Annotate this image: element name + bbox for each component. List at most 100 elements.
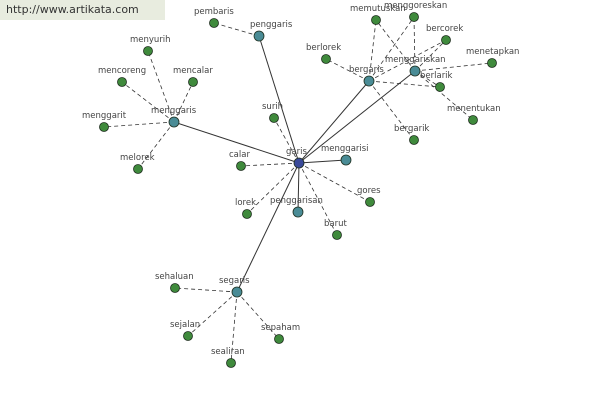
node-mencalar[interactable]: mencalar xyxy=(173,66,213,87)
node-penggarisan[interactable]: penggarisan xyxy=(270,196,323,218)
node-marker-calar[interactable] xyxy=(236,161,246,171)
node-label-mencoreng: mencoreng xyxy=(98,66,146,76)
node-marker-pembaris[interactable] xyxy=(209,18,219,28)
node-marker-barut[interactable] xyxy=(332,230,342,240)
node-label-sejalan: sejalan xyxy=(170,320,200,330)
node-marker-menentukan[interactable] xyxy=(468,115,478,125)
node-marker-garis[interactable] xyxy=(293,157,305,169)
edge-menggaris-mencoreng xyxy=(121,81,175,123)
node-marker-menggarisi[interactable] xyxy=(340,154,352,166)
node-sepaham[interactable]: sepaham xyxy=(261,323,300,344)
edge-menggaris-menyurih xyxy=(147,50,175,123)
node-mencoreng[interactable]: mencoreng xyxy=(98,66,146,87)
node-marker-segaris[interactable] xyxy=(231,286,243,298)
node-marker-berlorek[interactable] xyxy=(321,54,331,64)
edge-menggariskan-menggoreskan xyxy=(413,16,416,72)
node-marker-melorek[interactable] xyxy=(133,164,143,174)
node-marker-penggarisan[interactable] xyxy=(292,206,304,218)
node-marker-surih[interactable] xyxy=(269,113,279,123)
edge-bergaris-berlorek xyxy=(325,58,370,82)
node-label-berlarik: berlarik xyxy=(420,71,453,81)
node-marker-sehaluan[interactable] xyxy=(170,283,180,293)
node-marker-sejalan[interactable] xyxy=(183,331,193,341)
node-marker-sepaham[interactable] xyxy=(274,334,284,344)
edge-segaris-sepaham xyxy=(236,291,280,340)
node-marker-mencalar[interactable] xyxy=(188,77,198,87)
node-lorek[interactable]: lorek xyxy=(235,198,256,219)
node-barut[interactable]: barut xyxy=(324,219,347,240)
node-marker-penggaris[interactable] xyxy=(253,30,265,42)
node-sealiran[interactable]: sealiran xyxy=(211,347,245,368)
node-berlarik[interactable]: berlarik xyxy=(420,71,453,92)
node-menggoreskan[interactable]: menggoreskan xyxy=(384,1,447,22)
node-marker-lorek[interactable] xyxy=(242,209,252,219)
node-memutuskan[interactable]: memutuskan xyxy=(350,4,406,25)
node-label-menyurih: menyurih xyxy=(130,35,171,45)
node-sejalan[interactable]: sejalan xyxy=(170,320,200,341)
edge-garis-bergaris xyxy=(298,80,370,164)
node-label-penggaris: penggaris xyxy=(250,20,293,30)
node-layer: garispenggarismenggarisbergarismenggaris… xyxy=(82,1,519,368)
node-sehaluan[interactable]: sehaluan xyxy=(155,272,194,293)
node-surih[interactable]: surih xyxy=(262,102,283,123)
edge-segaris-sejalan xyxy=(187,291,238,337)
node-label-memutuskan: memutuskan xyxy=(350,4,406,14)
node-bergarik[interactable]: bergarik xyxy=(394,124,429,145)
node-penggaris[interactable]: penggaris xyxy=(250,20,293,42)
node-label-bercorek: bercorek xyxy=(426,24,463,34)
edge-menggaris-mencalar xyxy=(173,81,194,123)
node-menetapkan[interactable]: menetapkan xyxy=(466,47,519,68)
node-menggaris[interactable]: menggaris xyxy=(151,106,197,128)
node-segaris[interactable]: segaris xyxy=(219,276,250,298)
edge-menggaris-melorek xyxy=(137,121,175,170)
node-marker-menggarit[interactable] xyxy=(99,122,109,132)
node-marker-bercorek[interactable] xyxy=(441,35,451,45)
node-label-mencalar: mencalar xyxy=(173,66,213,76)
node-label-gores: gores xyxy=(357,186,381,196)
node-calar[interactable]: calar xyxy=(229,150,250,171)
node-gores[interactable]: gores xyxy=(357,186,381,207)
node-berlorek[interactable]: berlorek xyxy=(306,43,341,64)
node-menggarisi[interactable]: menggarisi xyxy=(321,144,369,166)
node-label-menggarisi: menggarisi xyxy=(321,144,369,154)
node-menyurih[interactable]: menyurih xyxy=(130,35,171,56)
edge-layer xyxy=(103,16,493,364)
node-label-sehaluan: sehaluan xyxy=(155,272,194,282)
node-label-menggariskan: menggariskan xyxy=(385,55,446,65)
node-marker-gores[interactable] xyxy=(365,197,375,207)
node-marker-memutuskan[interactable] xyxy=(371,15,381,25)
edge-bergaris-memutuskan xyxy=(368,19,377,82)
node-marker-menetapkan[interactable] xyxy=(487,58,497,68)
node-label-melorek: melorek xyxy=(120,153,155,163)
node-label-bergaris: bergaris xyxy=(349,65,384,75)
node-label-segaris: segaris xyxy=(219,276,250,286)
node-marker-sealiran[interactable] xyxy=(226,358,236,368)
node-menggariskan[interactable]: menggariskan xyxy=(385,55,446,77)
node-bergaris[interactable]: bergaris xyxy=(349,65,384,87)
node-marker-menggaris[interactable] xyxy=(168,116,180,128)
node-label-berlorek: berlorek xyxy=(306,43,341,53)
node-marker-bergarik[interactable] xyxy=(409,135,419,145)
edge-menggariskan-memutuskan xyxy=(375,19,416,72)
node-label-menentukan: menentukan xyxy=(447,104,501,114)
node-label-menggaris: menggaris xyxy=(151,106,197,116)
node-label-pembaris: pembaris xyxy=(194,7,234,17)
node-garis[interactable]: garis xyxy=(286,147,307,169)
node-marker-bergaris[interactable] xyxy=(363,75,375,87)
node-marker-menyurih[interactable] xyxy=(143,46,153,56)
edge-menggaris-menggarit xyxy=(103,121,175,128)
edge-garis-calar xyxy=(240,162,300,167)
node-menggarit[interactable]: menggarit xyxy=(82,111,127,132)
node-melorek[interactable]: melorek xyxy=(120,153,155,174)
node-marker-menggoreskan[interactable] xyxy=(409,12,419,22)
edge-menggariskan-menentukan xyxy=(414,70,474,121)
node-marker-mencoreng[interactable] xyxy=(117,77,127,87)
node-label-bergarik: bergarik xyxy=(394,124,429,134)
node-pembaris[interactable]: pembaris xyxy=(194,7,234,28)
node-bercorek[interactable]: bercorek xyxy=(426,24,463,45)
node-marker-menggariskan[interactable] xyxy=(409,65,421,77)
node-marker-berlarik[interactable] xyxy=(435,82,445,92)
node-menentukan[interactable]: menentukan xyxy=(447,104,501,125)
edge-garis-segaris xyxy=(236,162,300,293)
